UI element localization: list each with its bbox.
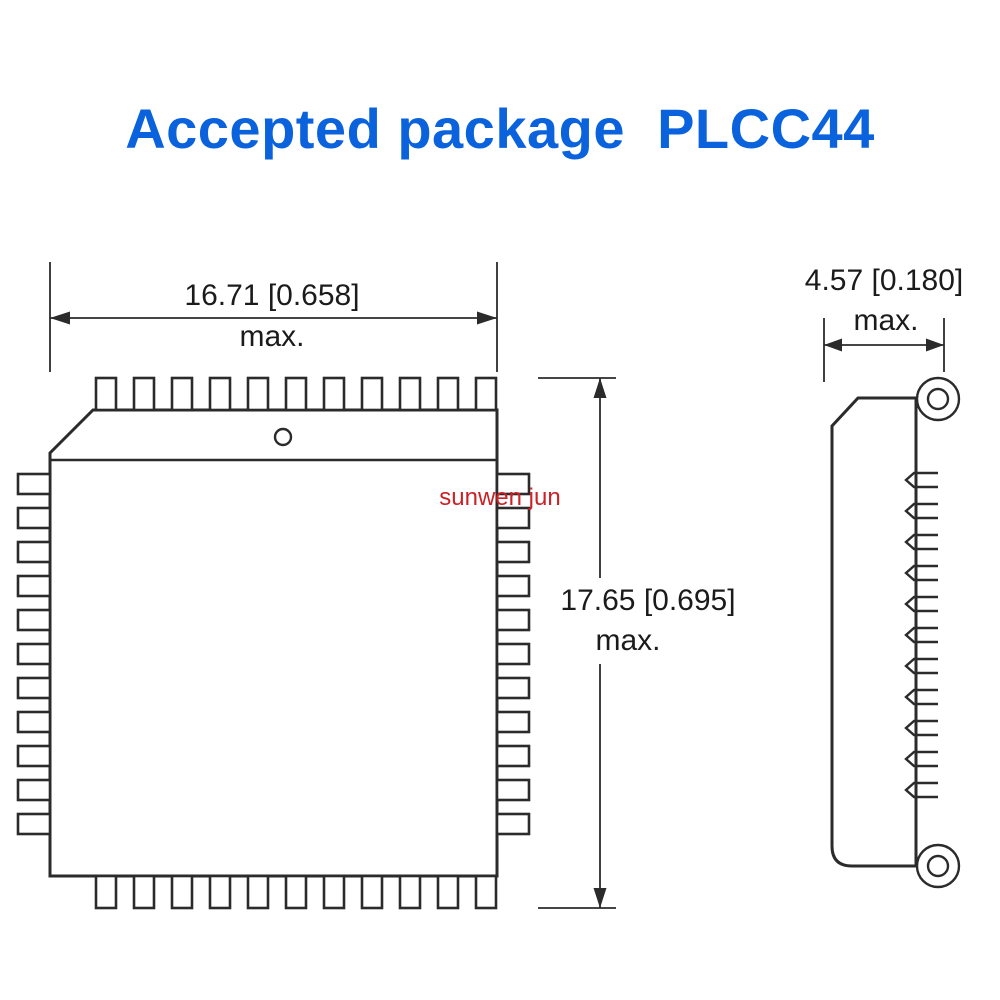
side-body-outline — [830, 396, 918, 868]
arrowhead-left — [50, 311, 70, 325]
pin — [132, 874, 156, 910]
pin — [16, 574, 52, 598]
lead-hook-bottom — [915, 843, 961, 889]
pin — [474, 376, 498, 412]
pin1-indicator-dot — [273, 427, 293, 447]
pin — [495, 608, 531, 632]
pin — [474, 874, 498, 910]
watermark-text: sunwen jun — [439, 484, 560, 511]
pin — [436, 874, 460, 910]
pin — [132, 376, 156, 412]
pin — [284, 376, 308, 412]
pin — [398, 376, 422, 412]
pin — [495, 676, 531, 700]
plcc-top-view — [16, 376, 531, 910]
pin — [322, 874, 346, 910]
pin — [16, 710, 52, 734]
arrowhead-left — [824, 338, 842, 352]
page-title: Accepted package PLCC44 — [125, 97, 875, 160]
pin — [16, 506, 52, 530]
depth-dimension: 4.57 [0.180] max. — [805, 264, 963, 382]
height-dimension: 17.65 [0.695] max. — [538, 377, 736, 909]
pin — [16, 540, 52, 564]
pins-right — [495, 472, 531, 836]
lead-tip — [904, 781, 938, 799]
lead-tip — [904, 626, 938, 644]
pin — [495, 710, 531, 734]
pin — [495, 574, 531, 598]
pin — [16, 642, 52, 666]
pin — [16, 608, 52, 632]
pin — [398, 874, 422, 910]
lead-tip — [904, 750, 938, 768]
lead-tip — [904, 657, 938, 675]
pins-top — [94, 376, 498, 412]
pin — [495, 506, 531, 530]
pin — [16, 778, 52, 802]
width-dimension-value: 16.71 [0.658] — [184, 279, 359, 312]
height-dimension-qualifier: max. — [595, 624, 660, 657]
side-leads — [904, 471, 938, 799]
lead-tip — [904, 564, 938, 582]
lead-tip — [904, 471, 938, 489]
pin — [16, 472, 52, 496]
pin — [94, 874, 118, 910]
arrowhead-down — [593, 888, 607, 908]
pins-bottom — [94, 874, 498, 910]
hook-outer-arc — [915, 376, 961, 422]
pin — [495, 472, 531, 496]
arrowhead-right — [477, 311, 497, 325]
pin — [170, 874, 194, 910]
pin — [208, 376, 232, 412]
pin — [246, 376, 270, 412]
pin — [436, 376, 460, 412]
lead-tip — [904, 595, 938, 613]
pin — [170, 376, 194, 412]
pin — [495, 642, 531, 666]
pins-left — [16, 472, 52, 836]
pin — [322, 376, 346, 412]
lead-tip — [904, 688, 938, 706]
pin — [16, 744, 52, 768]
width-dimension: 16.71 [0.658] max. — [49, 262, 498, 372]
chip-body-outline — [48, 408, 499, 878]
lead-tip — [904, 502, 938, 520]
hook-inner-arc — [926, 387, 950, 411]
pin — [284, 874, 308, 910]
pin — [495, 778, 531, 802]
arrowhead-right — [926, 338, 944, 352]
plcc-side-view — [830, 376, 961, 889]
depth-dimension-qualifier: max. — [853, 304, 918, 337]
lead-tip — [904, 719, 938, 737]
lead-hook-top — [915, 376, 961, 422]
pin — [495, 540, 531, 564]
pin — [16, 676, 52, 700]
depth-dimension-value: 4.57 [0.180] — [805, 264, 963, 297]
pin — [246, 874, 270, 910]
width-dimension-qualifier: max. — [239, 320, 304, 353]
arrowhead-up — [593, 378, 607, 398]
pin — [208, 874, 232, 910]
pin — [495, 744, 531, 768]
lead-tip — [904, 533, 938, 551]
pin — [94, 376, 118, 412]
hook-outer-arc — [915, 843, 961, 889]
pin — [495, 812, 531, 836]
pin — [16, 812, 52, 836]
hook-inner-arc — [926, 854, 950, 878]
height-dimension-value: 17.65 [0.695] — [560, 584, 735, 617]
pin — [360, 376, 384, 412]
pin — [360, 874, 384, 910]
